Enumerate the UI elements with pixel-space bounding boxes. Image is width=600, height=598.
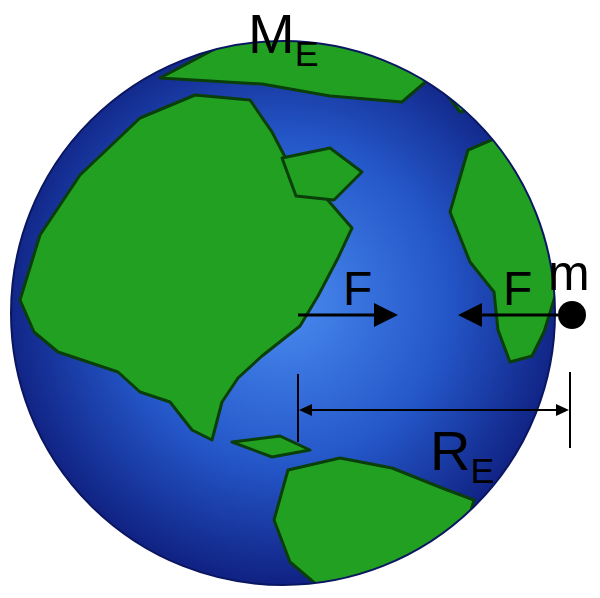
dimension-arrowhead [556,404,569,416]
force-arrow-shaft [480,314,558,317]
earth-mass-label: ME [248,6,319,72]
symbol-main: R [430,419,470,482]
dimension-line [310,409,558,411]
force-arrow-shaft [298,314,376,317]
africa-edge [450,128,560,362]
continents [20,30,560,596]
earth-globe: ME [11,41,555,585]
force-label: F [503,265,532,313]
dimension-tick [569,372,571,448]
symbol-main: M [248,2,295,65]
symbol-subscript: E [295,34,319,74]
force-arrowhead [458,303,482,327]
mass-label: m [548,248,590,298]
dimension-tick [297,374,299,442]
dimension-arrowhead [299,404,312,416]
force-arrowhead [374,303,398,327]
test-mass: m [548,240,594,330]
symbol-subscript: E [470,451,494,491]
mass-dot [558,301,586,329]
radius-label: RE [430,423,494,489]
europe [420,36,512,112]
force-label: F [343,265,372,313]
north-america [20,95,352,440]
globe-outline [11,41,555,585]
greenland-island [282,148,362,200]
arctic-islands [160,30,430,102]
